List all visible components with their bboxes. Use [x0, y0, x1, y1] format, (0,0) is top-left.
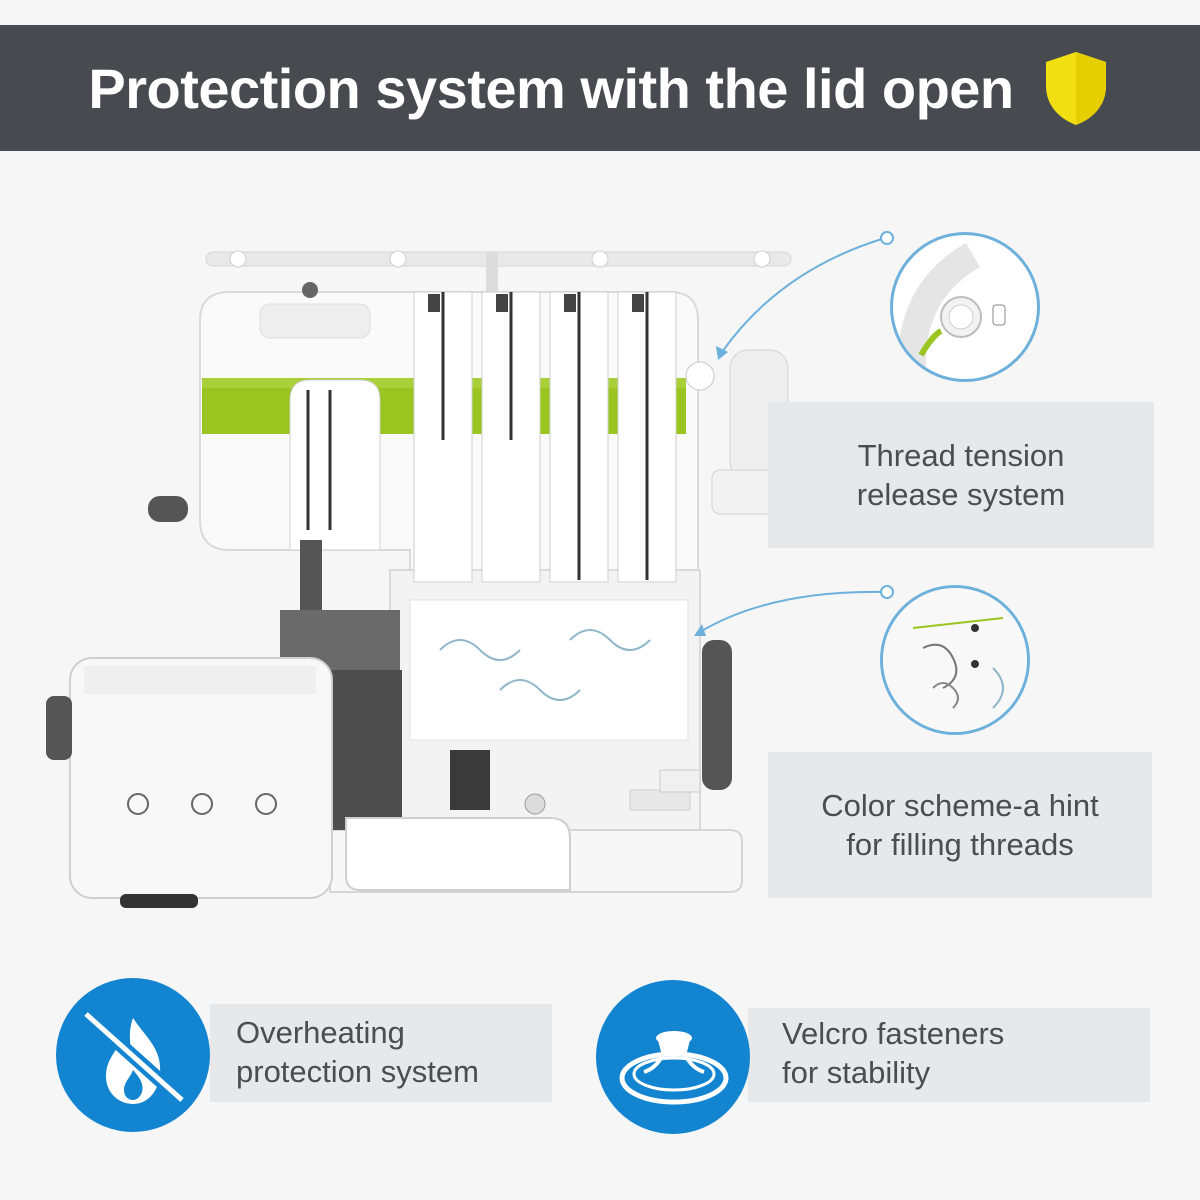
callout-line: Color scheme-a hint: [821, 788, 1099, 823]
no-fire-icon: [56, 978, 210, 1132]
tension-release-zoom: [890, 232, 1040, 382]
callout-line: Thread tension: [857, 438, 1065, 473]
feature-line: for stability: [782, 1055, 931, 1090]
velcro-feature: Velcro fasteners for stability: [748, 1008, 1150, 1102]
serger-machine-image: [46, 250, 811, 908]
feature-line: protection system: [236, 1054, 479, 1089]
threading-diagram-icon: [883, 588, 1027, 732]
feature-line: Velcro fasteners: [782, 1016, 1005, 1051]
color-scheme-zoom: [880, 585, 1030, 735]
shield-icon: [1045, 52, 1106, 125]
suction-cup-icon: [596, 980, 750, 1134]
color-scheme-callout: Color scheme-a hint for filling threads: [768, 752, 1152, 898]
page-title: Protection system with the lid open: [88, 56, 1014, 120]
overheating-feature: Overheating protection system: [210, 1004, 552, 1102]
tension-release-button-icon: [897, 242, 1006, 379]
feature-line: Overheating: [236, 1015, 405, 1050]
callout-line: for filling threads: [846, 827, 1074, 862]
callout-line: release system: [856, 477, 1066, 512]
thread-tension-callout: Thread tension release system: [768, 402, 1154, 548]
header-banner: Protection system with the lid open: [0, 25, 1200, 151]
